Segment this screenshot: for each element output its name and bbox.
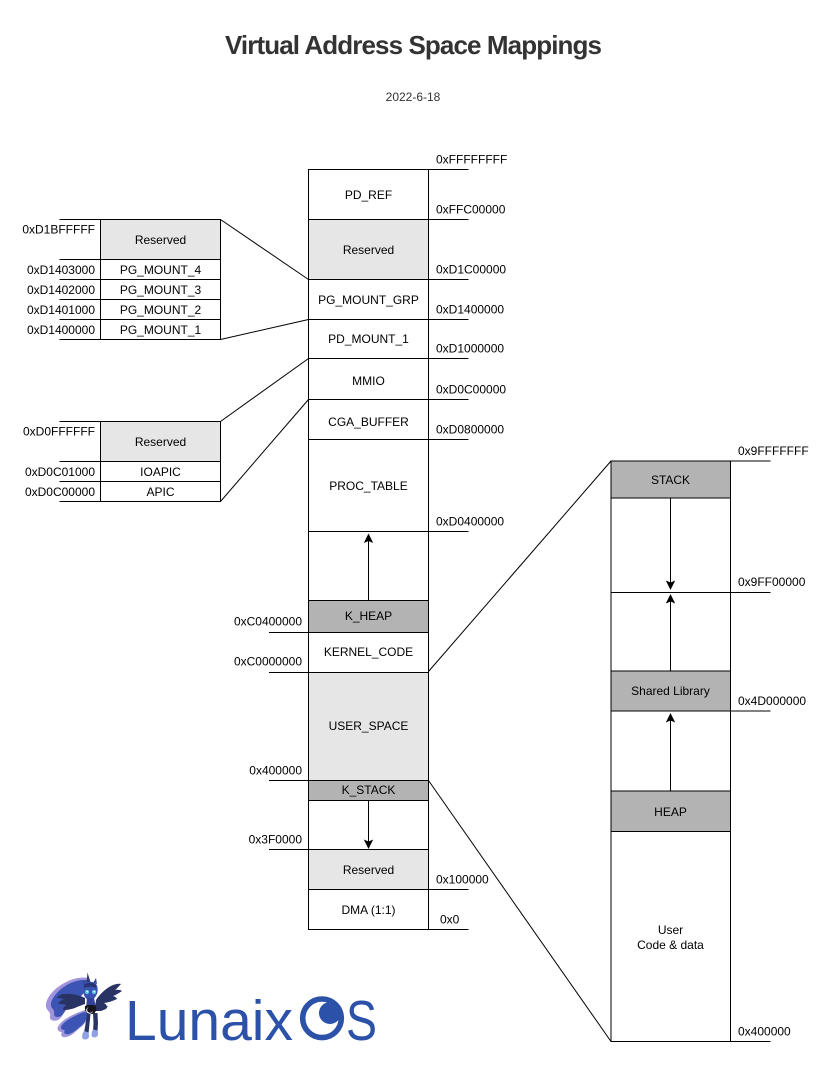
svg-text:0xD1000000: 0xD1000000 [436,342,504,356]
svg-text:0xD1400000: 0xD1400000 [27,323,95,337]
svg-text:0x100000: 0x100000 [436,873,489,887]
svg-text:0xC0000000: 0xC0000000 [234,655,302,669]
svg-text:0xD1400000: 0xD1400000 [436,303,504,317]
svg-text:PROC_TABLE: PROC_TABLE [329,479,407,493]
svg-text:2022-6-18: 2022-6-18 [386,90,441,104]
svg-text:0x9FFFFFFF: 0x9FFFFFFF [738,444,809,458]
svg-text:Lunaix: Lunaix [125,989,293,1053]
svg-text:User: User [658,923,683,937]
svg-text:0xFFFFFFFF: 0xFFFFFFFF [436,153,507,167]
svg-text:APIC: APIC [146,485,174,499]
svg-text:Code & data: Code & data [637,938,704,952]
svg-text:IOAPIC: IOAPIC [140,465,181,479]
svg-text:Shared Library: Shared Library [631,684,710,698]
svg-text:0x0: 0x0 [440,913,460,927]
svg-text:KERNEL_CODE: KERNEL_CODE [324,645,413,659]
svg-text:PG_MOUNT_GRP: PG_MOUNT_GRP [318,293,419,307]
svg-text:K_STACK: K_STACK [342,783,396,797]
svg-text:PG_MOUNT_3: PG_MOUNT_3 [120,283,202,297]
svg-text:K_HEAP: K_HEAP [345,609,392,623]
svg-text:Reserved: Reserved [135,435,186,449]
svg-text:0x9FF00000: 0x9FF00000 [738,575,806,589]
svg-text:0xD0C00000: 0xD0C00000 [25,485,95,499]
svg-text:Virtual Address Space Mappings: Virtual Address Space Mappings [225,30,602,60]
svg-text:MMIO: MMIO [352,374,385,388]
svg-text:0xD1403000: 0xD1403000 [27,263,95,277]
svg-text:STACK: STACK [651,473,690,487]
svg-text:PG_MOUNT_1: PG_MOUNT_1 [120,323,202,337]
svg-text:0xD1401000: 0xD1401000 [27,303,95,317]
svg-text:0xD1C00000: 0xD1C00000 [436,263,506,277]
svg-text:0xD0400000: 0xD0400000 [436,515,504,529]
svg-text:PD_MOUNT_1: PD_MOUNT_1 [328,332,409,346]
svg-text:DMA (1:1): DMA (1:1) [341,903,395,917]
svg-text:0xC0400000: 0xC0400000 [234,615,302,629]
svg-text:0xD0C00000: 0xD0C00000 [436,383,506,397]
svg-text:0x400000: 0x400000 [249,764,302,778]
svg-text:Reserved: Reserved [343,863,394,877]
svg-text:Reserved: Reserved [135,233,186,247]
svg-text:0xD1BFFFFF: 0xD1BFFFFF [22,223,95,237]
svg-text:0x4D000000: 0x4D000000 [738,694,806,708]
svg-text:0xD0C01000: 0xD0C01000 [25,465,95,479]
svg-text:0x400000: 0x400000 [738,1025,791,1039]
svg-text:0x3F0000: 0x3F0000 [249,833,303,847]
svg-text:0xD0800000: 0xD0800000 [436,423,504,437]
svg-text:S: S [346,989,377,1053]
svg-text:PG_MOUNT_2: PG_MOUNT_2 [120,303,202,317]
svg-text:PG_MOUNT_4: PG_MOUNT_4 [120,263,202,277]
svg-text:0xD1402000: 0xD1402000 [27,283,95,297]
svg-text:CGA_BUFFER: CGA_BUFFER [328,415,409,429]
svg-text:HEAP: HEAP [654,805,687,819]
svg-text:Reserved: Reserved [343,243,394,257]
svg-text:PD_REF: PD_REF [345,188,392,202]
svg-text:0xFFC00000: 0xFFC00000 [436,203,506,217]
svg-text:USER_SPACE: USER_SPACE [329,719,409,733]
svg-text:0xD0FFFFFF: 0xD0FFFFFF [23,425,95,439]
